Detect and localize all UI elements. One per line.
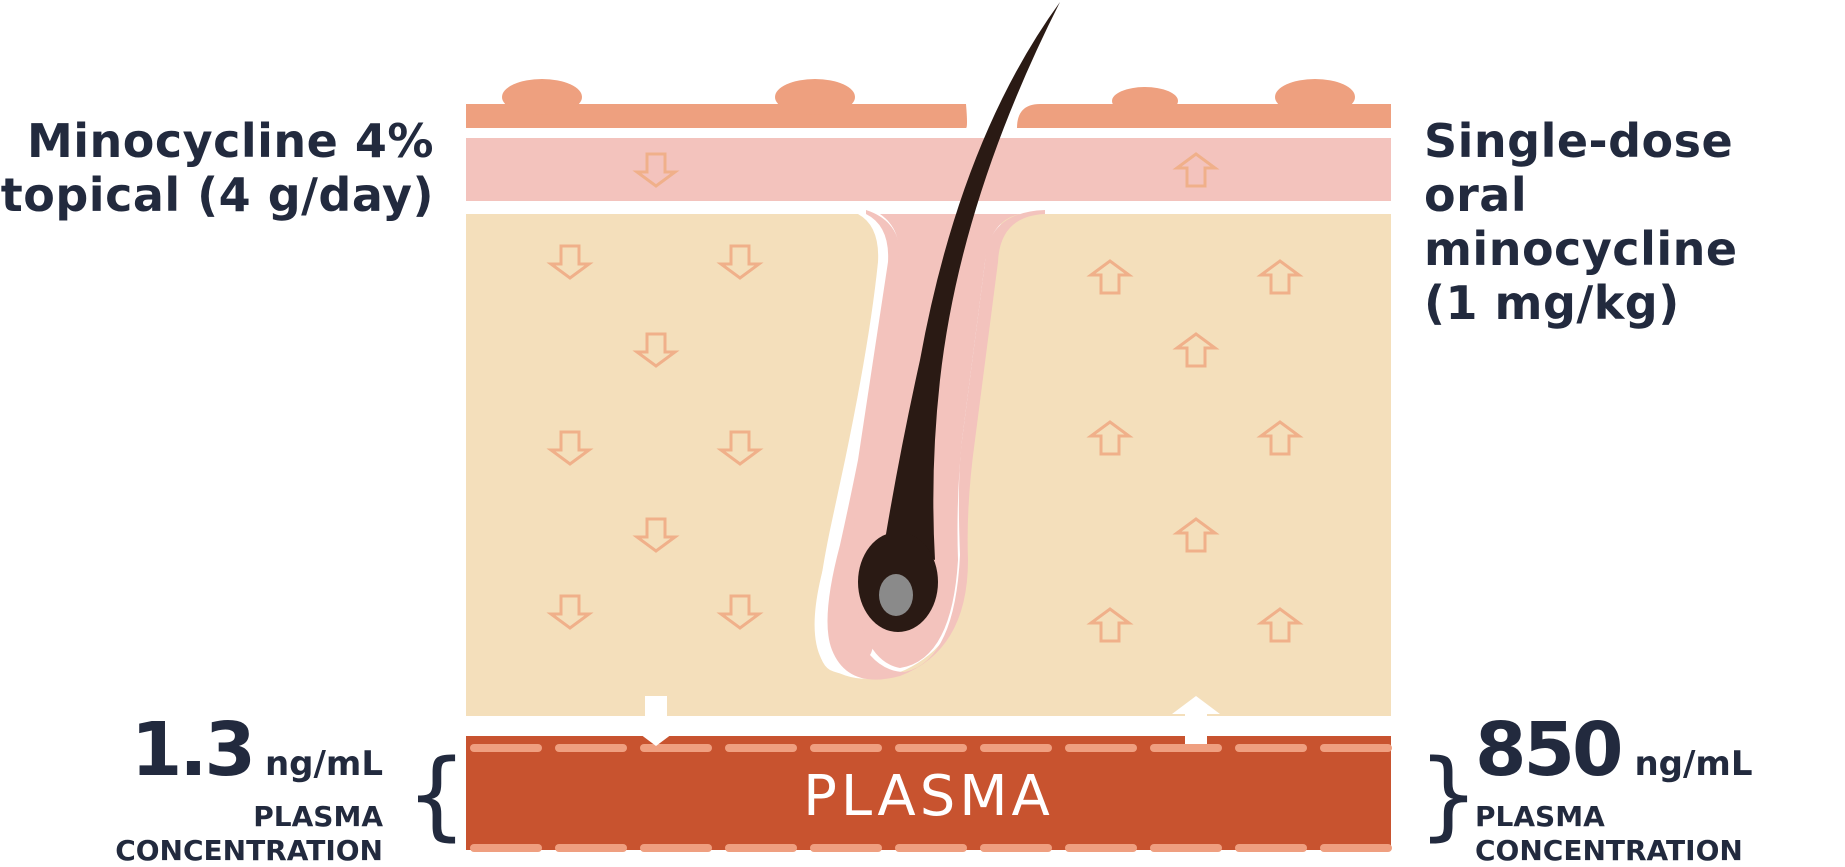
follicle-sheath: [827, 210, 1045, 680]
down-arrow-icon: [716, 244, 764, 280]
down-arrow-icon: [546, 594, 594, 630]
topical-value: 1.3: [130, 707, 256, 793]
plasma-dash: [470, 744, 542, 752]
arrow-field: [546, 152, 1304, 643]
topical-value-row: 1.3 ng/mL: [131, 710, 383, 790]
down-arrow-icon: [716, 594, 764, 630]
right-brace: }: [1418, 739, 1480, 851]
left-brace: {: [406, 739, 468, 851]
oral-value-row: 850 ng/mL: [1475, 710, 1753, 790]
epidermis-layer: [466, 138, 1391, 201]
plasma-dash: [640, 844, 712, 852]
plasma-dash: [725, 844, 797, 852]
plasma-dash: [555, 744, 627, 752]
plasma-dash: [980, 744, 1052, 752]
up-arrow-icon: [1086, 259, 1134, 295]
plasma-dash: [895, 844, 967, 852]
topical-transfer-down-arrow-icon: [632, 696, 680, 746]
plasma-dash: [1150, 844, 1222, 852]
down-arrow-icon: [632, 517, 680, 553]
plasma-dash: [1320, 844, 1392, 852]
plasma-band: [466, 736, 1391, 850]
up-arrow-icon: [1172, 517, 1220, 553]
plasma-dash: [470, 844, 542, 852]
plasma-dash: [810, 844, 882, 852]
oral-heading: Single-dose oral minocycline (1 mg/kg): [1424, 114, 1738, 330]
up-arrow-icon: [1172, 152, 1220, 188]
plasma-dash: [1235, 844, 1307, 852]
hair-shaft: [885, 2, 1060, 560]
topical-heading: Minocycline 4% topical (4 g/day): [0, 114, 434, 222]
plasma-dash: [895, 744, 967, 752]
up-arrow-icon: [1256, 259, 1304, 295]
plasma-dash: [725, 744, 797, 752]
down-arrow-icon: [546, 430, 594, 466]
hair-bulb-papilla: [879, 574, 913, 616]
up-arrow-icon: [1256, 607, 1304, 643]
down-arrow-icon: [546, 244, 594, 280]
plasma-dash: [640, 744, 712, 752]
plasma-dash: [980, 844, 1052, 852]
down-arrow-icon: [632, 332, 680, 368]
plasma-dash: [1065, 744, 1137, 752]
plasma-dash: [810, 744, 882, 752]
oral-value: 850: [1475, 707, 1623, 793]
plasma-dash: [555, 844, 627, 852]
up-arrow-icon: [1086, 420, 1134, 456]
plasma-dashes: [470, 744, 1392, 852]
oral-unit: ng/mL: [1634, 744, 1753, 784]
down-arrow-icon: [632, 152, 680, 188]
plasma-dash: [1150, 744, 1222, 752]
plasma-dash: [1320, 744, 1392, 752]
oral-caption: PLASMA CONCENTRATION: [1475, 800, 1743, 867]
topical-caption: PLASMA CONCENTRATION: [115, 800, 383, 867]
skin-surface: [466, 79, 1391, 128]
plasma-dash: [1235, 744, 1307, 752]
up-arrow-icon: [1256, 420, 1304, 456]
down-arrow-icon: [716, 430, 764, 466]
plasma-dash: [1065, 844, 1137, 852]
up-arrow-icon: [1172, 332, 1220, 368]
topical-unit: ng/mL: [264, 744, 383, 784]
oral-transfer-up-arrow-icon: [1172, 696, 1220, 744]
plasma-label: PLASMA: [803, 764, 1054, 829]
up-arrow-icon: [1086, 607, 1134, 643]
